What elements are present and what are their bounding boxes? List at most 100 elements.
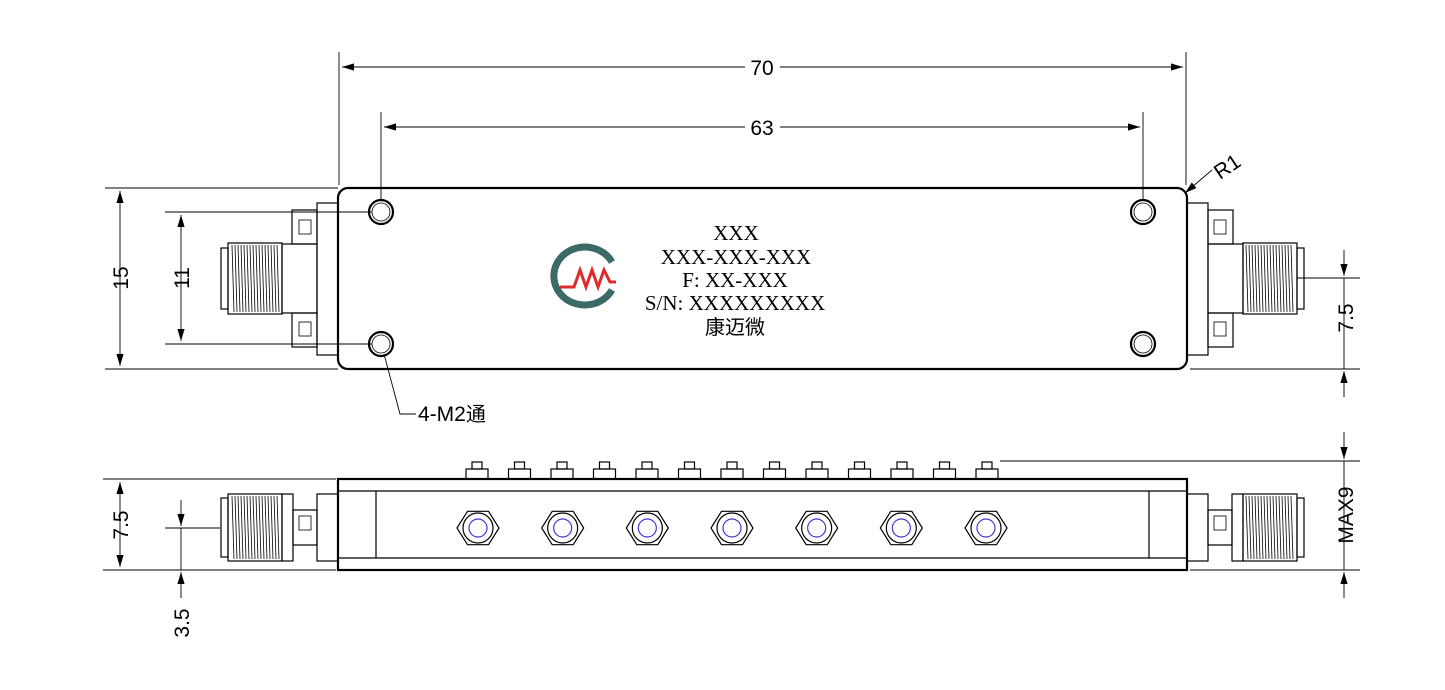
sma-connector-side-right [1186,493,1305,562]
thread-line [249,495,253,560]
thread-line [1251,244,1255,313]
thread-line [1257,244,1261,313]
thread-line [270,495,274,560]
sma-connector-side-left [220,493,339,562]
thread-line [1278,495,1282,560]
thread-line [237,495,241,560]
tuning-screw [932,461,957,480]
tuning-nut [794,510,839,546]
tuning-screw [635,461,659,480]
filter-body-side [336,477,1189,572]
label-line-3: F: XX-XXX [682,268,788,292]
thread-line [1278,244,1282,313]
thread-line [1287,495,1291,560]
thread-line [243,495,247,560]
sma-connector-right [1186,202,1305,356]
thread-line [276,495,280,560]
tuning-screw [677,461,702,480]
label-line-5: 康迈微 [705,315,765,339]
tuning-screw [720,461,744,480]
thread-line [240,244,244,313]
thread-line [1248,495,1252,560]
top-view: XXX XXX-XXX-XXX F: XX-XXX S/N: XXXXXXXXX… [220,186,1305,426]
side-dimension-lines: 7.5 3.5 MAX9 [103,432,1360,638]
thread-line [240,495,244,560]
thread-line [264,495,268,560]
thread-line [1275,244,1279,313]
thread-line [246,244,250,313]
thread-line [267,495,271,560]
dim-hole-height: 11 [171,267,194,289]
thread-line [1263,244,1267,313]
mounting-hole [1129,198,1157,226]
tuning-nut [964,510,1008,546]
thread-line [252,495,256,560]
thread-line [234,495,238,560]
label-line-4: S/N: XXXXXXXXX [645,291,825,315]
thread-line [276,244,280,313]
thread-line [261,495,265,560]
tuning-nut [710,510,754,546]
tuning-screw [592,461,617,480]
thread-line [1254,244,1258,313]
thread-line [1290,495,1294,560]
thread-line [261,244,265,313]
mounting-hole [367,330,395,358]
cmw-logo [550,243,616,309]
thread-line [1269,495,1273,560]
thread-line [264,244,268,313]
thread-line [1272,495,1276,560]
thread-line [267,244,271,313]
thread-line [1245,244,1249,313]
thread-line [258,244,262,313]
tuning-nut-row [456,510,1008,546]
tuning-screw [762,461,787,480]
thread-line [1254,495,1258,560]
thread-line [234,244,238,313]
thread-line [1290,244,1294,313]
dim-corner-radius: R1 [1210,150,1245,184]
thread-line [1266,495,1270,560]
holes-leader [383,353,416,415]
thread-line [258,495,262,560]
side-view [220,461,1305,572]
thread-line [1257,495,1261,560]
dim-overall-length: 70 [750,57,773,80]
thread-line [1275,495,1279,560]
thread-line [243,244,247,313]
thread-line [255,244,259,313]
tuning-nut [540,510,585,546]
thread-line [1263,495,1267,560]
sma-connector-left [220,202,339,356]
thread-line [1245,495,1249,560]
thread-line [1287,244,1291,313]
dim-max-height: MAX9 [1335,486,1358,543]
thread-line [1260,495,1264,560]
thread-line [255,495,259,560]
thread-line [270,244,274,313]
tuning-nut [879,510,924,546]
dim-height: 15 [110,266,133,289]
thread-line [1281,244,1285,313]
label-line-1: XXX [713,221,759,245]
tuning-screw [975,461,999,480]
thread-line [246,495,250,560]
thread-line [1272,244,1276,313]
thread-line [249,244,253,313]
tuning-screw [550,461,574,480]
mounting-hole [367,198,395,226]
tuning-screw [847,461,872,480]
tuning-screw [465,461,489,480]
tuning-screw-row [465,461,999,480]
dim-side-offset: 3.5 [171,608,194,637]
thread-line [231,495,235,560]
thread-line [273,495,277,560]
thread-line [1260,244,1264,313]
tuning-screw [507,461,532,480]
dim-hole-spacing: 63 [750,117,773,140]
thread-line [237,244,241,313]
logo-ring [550,243,616,309]
dim-side-center: 7.5 [110,510,133,539]
mounting-hole [1129,330,1157,358]
